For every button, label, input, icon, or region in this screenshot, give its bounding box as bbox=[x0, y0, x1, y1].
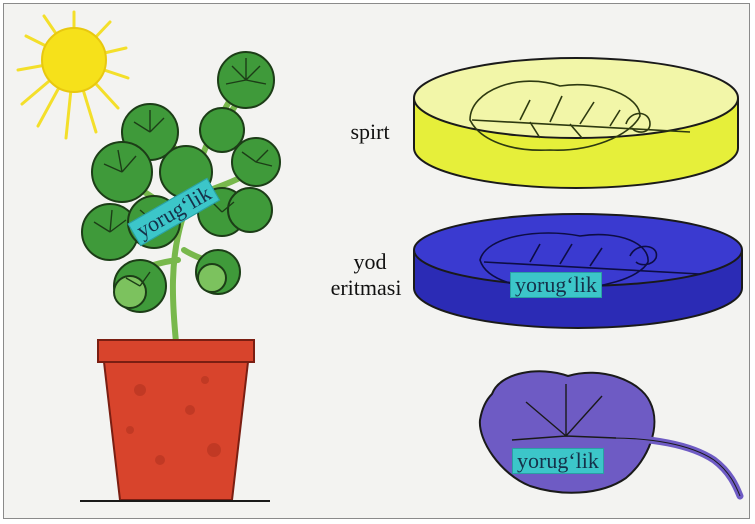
label-spirt: spirt bbox=[330, 120, 410, 144]
pot-icon bbox=[80, 340, 270, 501]
sun-icon bbox=[18, 12, 128, 138]
label-yod: yod bbox=[330, 250, 410, 274]
petri-dish-icon bbox=[414, 214, 742, 328]
leaf-icon bbox=[480, 371, 740, 496]
tag-iodine-dish: yorug‘lik bbox=[510, 272, 602, 298]
tag-stained-leaf: yorug‘lik bbox=[512, 448, 604, 474]
label-eritmasi: eritmasi bbox=[318, 276, 414, 300]
petri-dish-icon bbox=[414, 58, 738, 188]
